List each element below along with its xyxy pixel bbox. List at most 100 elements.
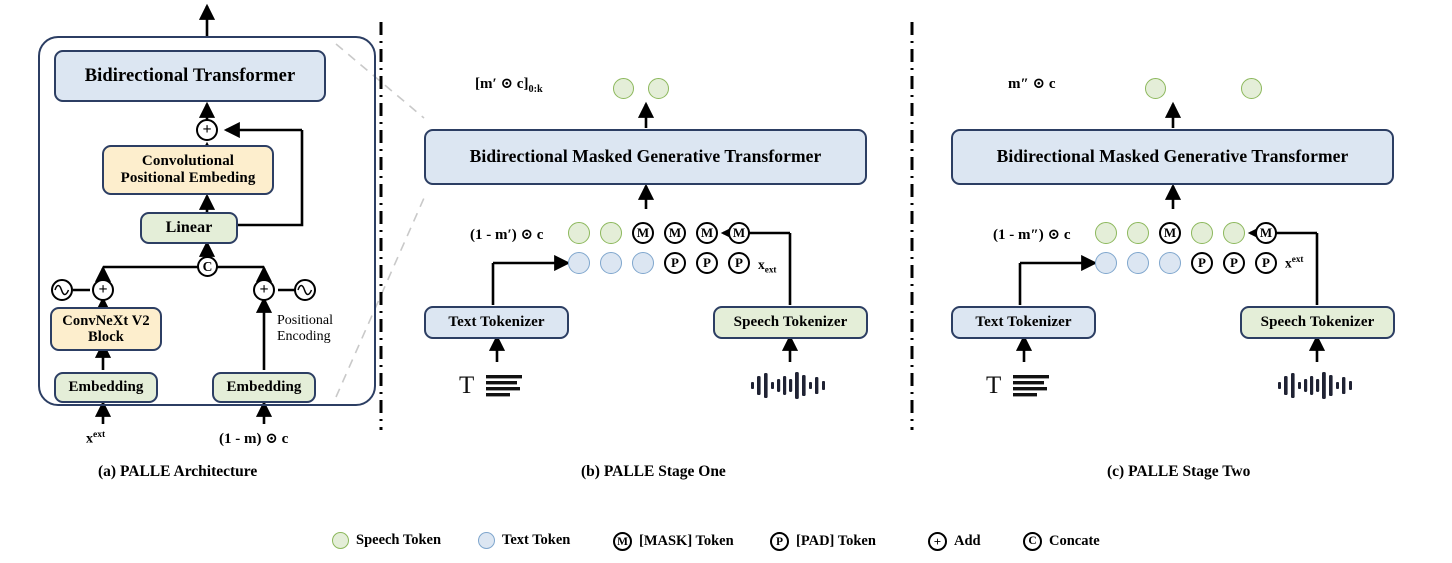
pad-token: P (728, 252, 750, 274)
add-op-icon: + (928, 532, 947, 551)
mask-token: M (632, 222, 654, 244)
output-label-c: m″ ⊙ c (1008, 76, 1056, 92)
convnext-v2-block: ConvNeXt V2 Block (50, 307, 162, 351)
text-token (600, 252, 622, 274)
output-speech-token (1241, 78, 1262, 99)
audio-waveform-icon (1278, 372, 1352, 399)
text-row-label-c: xext (1285, 254, 1304, 271)
text-tokenizer-label-b: Text Tokenizer (448, 314, 545, 331)
audio-waveform-icon (751, 372, 825, 399)
speech-token (1127, 222, 1149, 244)
mask-token: M (696, 222, 718, 244)
embedding-right-label: Embedding (226, 379, 302, 396)
input-label-b: (1 - m′) ⊙ c (470, 227, 544, 243)
output-speech-token (1145, 78, 1166, 99)
speech-tokenizer-label-c: Speech Tokenizer (1260, 314, 1375, 331)
output-speech-token (613, 78, 634, 99)
sine-wave-icon-left (51, 279, 73, 301)
concat-op-icon: C (197, 256, 218, 277)
speech-token (1223, 222, 1245, 244)
bidirectional-masked-generative-transformer-b: Bidirectional Masked Generative Transfor… (424, 129, 867, 185)
linear-label: Linear (165, 219, 213, 237)
mask-token: M (664, 222, 686, 244)
odot-glyph: ⊙ (265, 431, 278, 447)
linear-block: Linear (140, 212, 238, 244)
add-op-icon-top: + (196, 119, 218, 141)
speech-token (568, 222, 590, 244)
text-token (1095, 252, 1117, 274)
embedding-block-right: Embedding (212, 372, 316, 403)
speech-token (1191, 222, 1213, 244)
add-op-icon-left: + (92, 279, 114, 301)
speech-tokenizer-c: Speech Tokenizer (1240, 306, 1395, 339)
speech-token (1095, 222, 1117, 244)
legend-item-mask-token: M [MASK] Token (613, 532, 734, 551)
text-tokenizer-label-c: Text Tokenizer (975, 314, 1072, 331)
embedding-left-label: Embedding (68, 379, 144, 396)
mask-token-icon: M (613, 532, 632, 551)
legend-label: [MASK] Token (639, 533, 734, 549)
mask-token: M (1159, 222, 1181, 244)
legend-label: Text Token (502, 532, 571, 548)
input-label-c: (1 - m″) ⊙ c (993, 227, 1071, 243)
caption-panel-a: (a) PALLE Architecture (98, 463, 258, 480)
legend-item-text-token: Text Token (478, 532, 570, 549)
legend-label: Add (954, 533, 981, 549)
svg-text:T: T (459, 372, 474, 399)
positional-encoding-label: Positional Encoding (277, 313, 334, 345)
bidirectional-masked-generative-transformer-c: Bidirectional Masked Generative Transfor… (951, 129, 1394, 185)
caption-panel-c: (c) PALLE Stage Two (1107, 463, 1251, 480)
bidirectional-transformer-label: Bidirectional Transformer (84, 65, 296, 86)
caption-panel-b: (b) PALLE Stage One (581, 463, 726, 480)
bidirectional-transformer-block: Bidirectional Transformer (54, 50, 326, 102)
text-tokenizer-b: Text Tokenizer (424, 306, 569, 339)
concat-op-icon: C (1023, 532, 1042, 551)
output-speech-token (648, 78, 669, 99)
pad-token-icon: P (770, 532, 789, 551)
conv-pos-emb-label: Convolutional Positional Embeding (120, 153, 256, 186)
speech-tokenizer-label-b: Speech Tokenizer (733, 314, 848, 331)
text-tokenizer-c: Text Tokenizer (951, 306, 1096, 339)
legend-label: Speech Token (356, 532, 442, 548)
pad-token: P (1191, 252, 1213, 274)
speech-tokenizer-b: Speech Tokenizer (713, 306, 868, 339)
transformer-label-c: Bidirectional Masked Generative Transfor… (996, 146, 1349, 167)
add-glyph: + (259, 281, 269, 298)
svg-text:T: T (986, 372, 1001, 399)
pad-token: P (1255, 252, 1277, 274)
embedding-block-left: Embedding (54, 372, 158, 403)
sine-wave-icon-right (294, 279, 316, 301)
add-glyph: + (202, 121, 212, 138)
legend-item-pad-token: P [PAD] Token (770, 532, 876, 551)
pad-token: P (696, 252, 718, 274)
legend-label: [PAD] Token (796, 533, 876, 549)
legend-item-speech-token: Speech Token (332, 532, 441, 549)
palle-architecture-container (38, 36, 376, 406)
text-document-icon: T (459, 372, 522, 399)
sine-wave-glyph (54, 284, 70, 296)
transformer-label-b: Bidirectional Masked Generative Transfor… (469, 146, 822, 167)
speech-token (600, 222, 622, 244)
text-token (568, 252, 590, 274)
convnext-label: ConvNeXt V2 Block (62, 312, 150, 345)
text-token (1159, 252, 1181, 274)
input-label-x-ext-a: xext (86, 430, 106, 447)
input-label-masked-c-a: (1 - m) ⊙ c (219, 431, 289, 447)
convolutional-positional-embedding-block: Convolutional Positional Embeding (102, 145, 274, 195)
legend-item-add: + Add (928, 532, 981, 551)
concat-glyph: C (202, 258, 213, 274)
pad-token: P (664, 252, 686, 274)
sine-wave-glyph (297, 284, 313, 296)
text-row-label-b: xext (758, 257, 777, 275)
add-op-icon-right: + (253, 279, 275, 301)
add-glyph: + (98, 281, 108, 298)
pad-token: P (1223, 252, 1245, 274)
mask-token: M (1255, 222, 1277, 244)
speech-token-icon (332, 532, 349, 549)
text-document-icon: T (986, 372, 1049, 399)
legend-label: Concate (1049, 533, 1100, 549)
output-label-b: [m′ ⊙ c]0:k (475, 76, 543, 95)
text-token-icon (478, 532, 495, 549)
mask-token: M (728, 222, 750, 244)
text-token (1127, 252, 1149, 274)
